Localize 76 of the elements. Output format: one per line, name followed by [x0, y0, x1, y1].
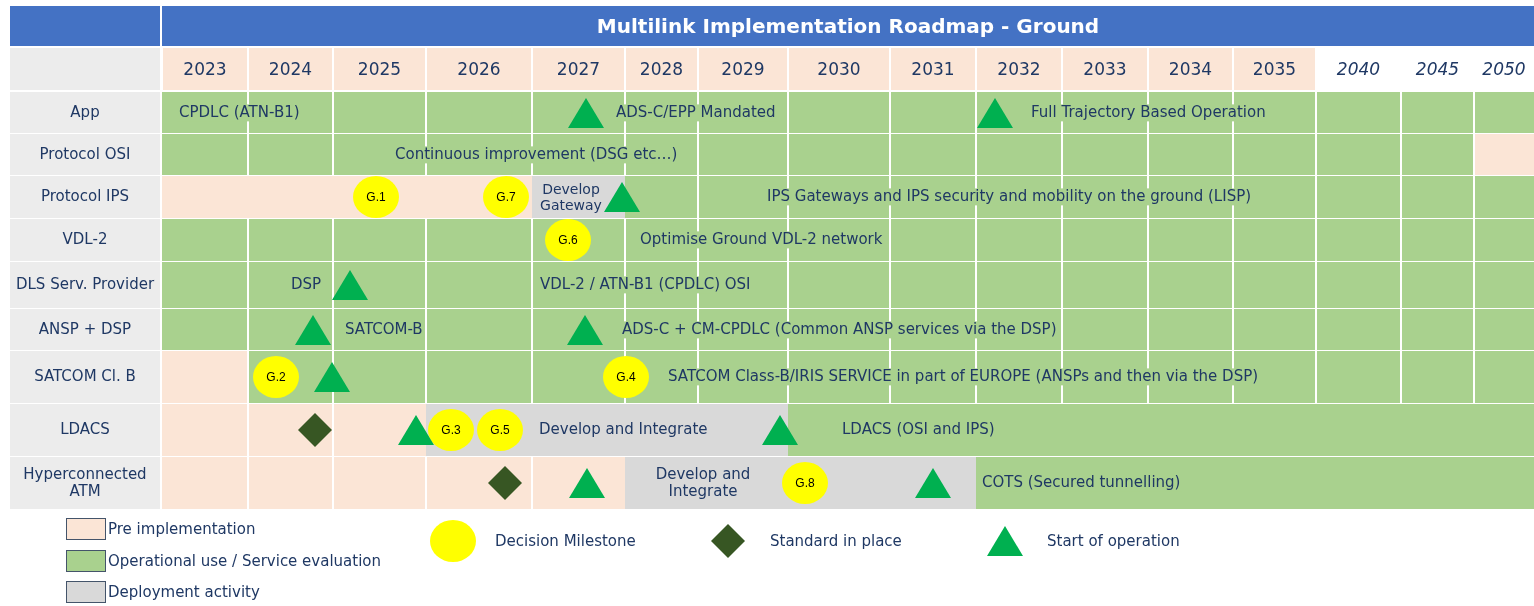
row-heading: DLS Serv. Provider [10, 262, 160, 308]
bar-label: COTS (Secured tunnelling) [980, 474, 1183, 492]
legend-label: Pre implementation [108, 520, 256, 538]
year-heading: 2025 [334, 48, 425, 90]
legend-label: Decision Milestone [495, 532, 636, 550]
bar-label: Optimise Ground VDL-2 network [638, 231, 885, 249]
phase-bar [162, 262, 1534, 308]
milestone-circle: G.5 [477, 409, 523, 451]
bar-label: Full Trajectory Based Operation [1029, 103, 1268, 122]
triangle-marker [569, 468, 605, 498]
row-heading: Protocol OSI [10, 134, 160, 175]
year-heading: 2030 [789, 48, 889, 90]
bar-label: Continuous improvement (DSG etc…) [393, 145, 680, 164]
phase-bar [162, 219, 1534, 261]
diamond-marker [488, 466, 522, 500]
phase-bar [1474, 134, 1534, 175]
legend-label: Start of operation [1047, 532, 1180, 550]
phase-bar [162, 309, 1534, 350]
bar-label: Develop and Integrate [537, 421, 710, 439]
milestone-circle: G.1 [353, 176, 399, 218]
triangle-marker [295, 314, 331, 345]
bar-label: ADS-C/EPP Mandated [614, 103, 778, 122]
legend-label: Standard in place [770, 532, 902, 550]
milestone-circle: G.8 [782, 462, 828, 504]
milestone-circle: G.2 [253, 356, 299, 398]
row-heading: ANSP + DSP [10, 309, 160, 350]
phase-bar [625, 457, 976, 509]
year-heading: 2034 [1149, 48, 1232, 90]
row-heading: App [10, 92, 160, 133]
year-heading: 2027 [533, 48, 624, 90]
year-heading: 2024 [249, 48, 332, 90]
year-heading: 2031 [891, 48, 975, 90]
milestone-circle: G.3 [428, 409, 474, 451]
phase-bar [788, 404, 1534, 456]
row-heading: LDACS [10, 404, 160, 456]
phase-bar [162, 92, 1534, 133]
phase-bar [162, 457, 625, 509]
triangle-marker [977, 97, 1013, 128]
phase-bar [625, 176, 1534, 218]
row-heading: Protocol IPS [10, 176, 160, 218]
triangle-marker [604, 182, 640, 212]
triangle-marker [567, 314, 603, 345]
legend-label: Deployment activity [108, 583, 260, 601]
triangle-marker [762, 415, 798, 445]
row-heading: VDL-2 [10, 219, 160, 261]
milestone-circle: G.6 [545, 219, 591, 261]
bar-label: LDACS (OSI and IPS) [840, 421, 997, 439]
triangle-marker [398, 415, 434, 445]
diamond-marker [298, 413, 332, 447]
year-heading: 2026 [427, 48, 531, 90]
phase-bar [426, 404, 788, 456]
legend-label: Operational use / Service evaluation [108, 551, 382, 570]
triangle-marker [568, 97, 604, 128]
year-heading: 2035 [1234, 48, 1315, 90]
phase-bar [248, 351, 1534, 403]
year-heading: 2028 [626, 48, 697, 90]
year-heading: 2023 [163, 48, 247, 90]
year-heading: 2029 [699, 48, 787, 90]
phase-bar [162, 404, 426, 456]
phase-bar [162, 134, 1474, 175]
triangle-marker [314, 362, 350, 392]
bar-label: ADS-C + CM-CPDLC (Common ANSP services via the DSP) [620, 320, 1059, 339]
bar-label: CPDLC (ATN-B1) [177, 103, 302, 122]
chart-title: Multilink Implementation Roadmap - Ground [596, 14, 1100, 38]
milestone-circle: G.4 [603, 356, 649, 398]
year-heading: 2032 [977, 48, 1061, 90]
phase-bar [162, 176, 532, 218]
triangle-marker [915, 468, 951, 498]
phase-bar [162, 351, 248, 403]
row-heading: SATCOM Cl. B [10, 351, 160, 403]
triangle-marker [332, 270, 368, 300]
phase-bar [532, 176, 625, 218]
phase-bar [976, 457, 1534, 509]
milestone-circle: G.7 [483, 176, 529, 218]
year-heading: 2033 [1063, 48, 1147, 90]
row-heading: Hyperconnected ATM [10, 457, 160, 509]
